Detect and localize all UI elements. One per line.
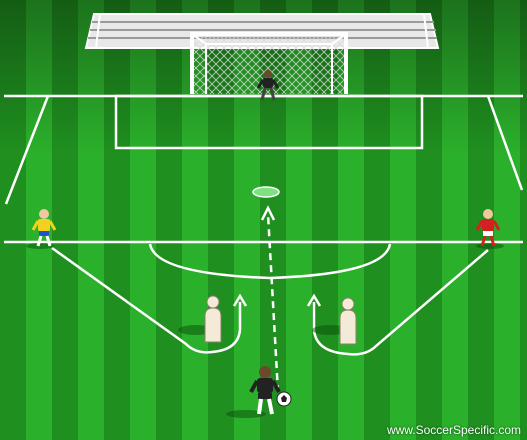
- soccer-ball-icon: [277, 392, 291, 406]
- penalty-spot: [253, 187, 279, 197]
- watermark: www.SoccerSpecific.com: [387, 423, 521, 437]
